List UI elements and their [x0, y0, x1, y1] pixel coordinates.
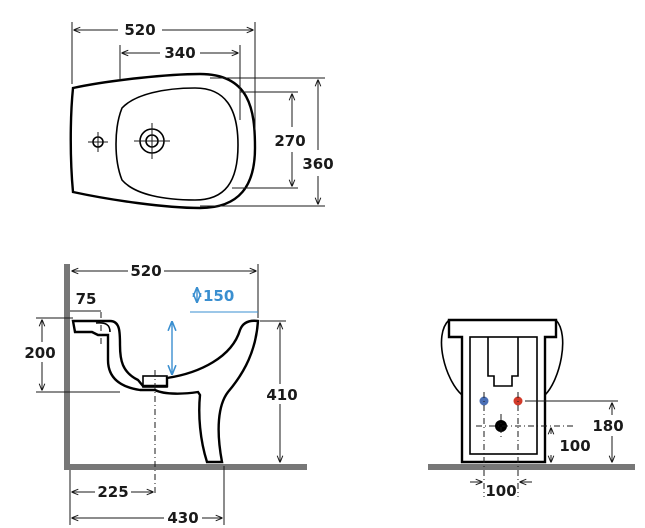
- front-drain: [495, 420, 507, 432]
- bowl-depth-label: 270: [274, 132, 305, 150]
- top-view-outline: [69, 72, 257, 210]
- side-view: 520 75 150 200 410 225 430: [24, 262, 307, 527]
- side-view-outline: [71, 319, 260, 464]
- side-wall: [64, 264, 70, 470]
- rim-offset-label: 75: [76, 290, 97, 308]
- front-floor: [428, 464, 635, 470]
- water-height-label: 150: [203, 287, 234, 305]
- top-view-basin: [115, 87, 239, 201]
- top-width-label: 520: [124, 21, 155, 39]
- front-view-outline: [447, 318, 558, 464]
- drain-height-label: 100: [559, 437, 590, 455]
- bowl-width-label: 340: [164, 44, 195, 62]
- rim-height-label: 200: [24, 344, 55, 362]
- side-floor: [64, 464, 307, 470]
- front-view: 180 100 100: [428, 318, 635, 500]
- total-height-label: 410: [266, 386, 297, 404]
- top-view: 520 340 270 360: [69, 21, 334, 210]
- drain-distance-label: 225: [97, 483, 128, 501]
- side-width-label: 520: [130, 262, 161, 280]
- inlet-height-label: 180: [592, 417, 623, 435]
- total-depth-label: 360: [302, 155, 333, 173]
- projection-label: 430: [167, 509, 198, 527]
- inlet-spacing-label: 100: [485, 482, 516, 500]
